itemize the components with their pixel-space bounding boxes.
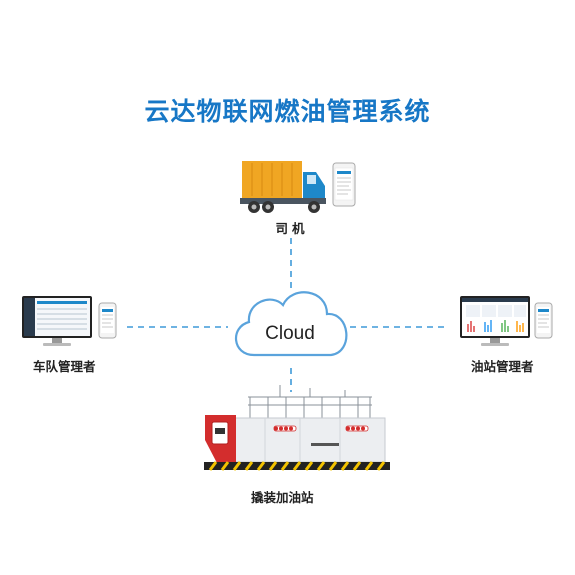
truck-icon — [240, 161, 326, 213]
station-monitor-icon — [460, 296, 530, 346]
skid-station-icon — [204, 385, 390, 471]
driver-label: 司机 — [275, 221, 309, 236]
station-manager-label: 油站管理者 — [471, 359, 534, 374]
fleet-phone-icon — [98, 302, 117, 339]
cloud-label: Cloud — [265, 323, 315, 344]
connectors — [127, 238, 447, 392]
fleet-monitor-icon — [22, 296, 92, 346]
diagram-title: 云达物联网燃油管理系统 — [144, 97, 431, 126]
cloud-icon — [234, 291, 348, 357]
station-phone-icon — [534, 302, 553, 339]
driver-phone-icon — [332, 162, 356, 207]
fleet-manager-label: 车队管理者 — [33, 359, 96, 374]
skid-station-label: 撬装加油站 — [251, 490, 314, 505]
